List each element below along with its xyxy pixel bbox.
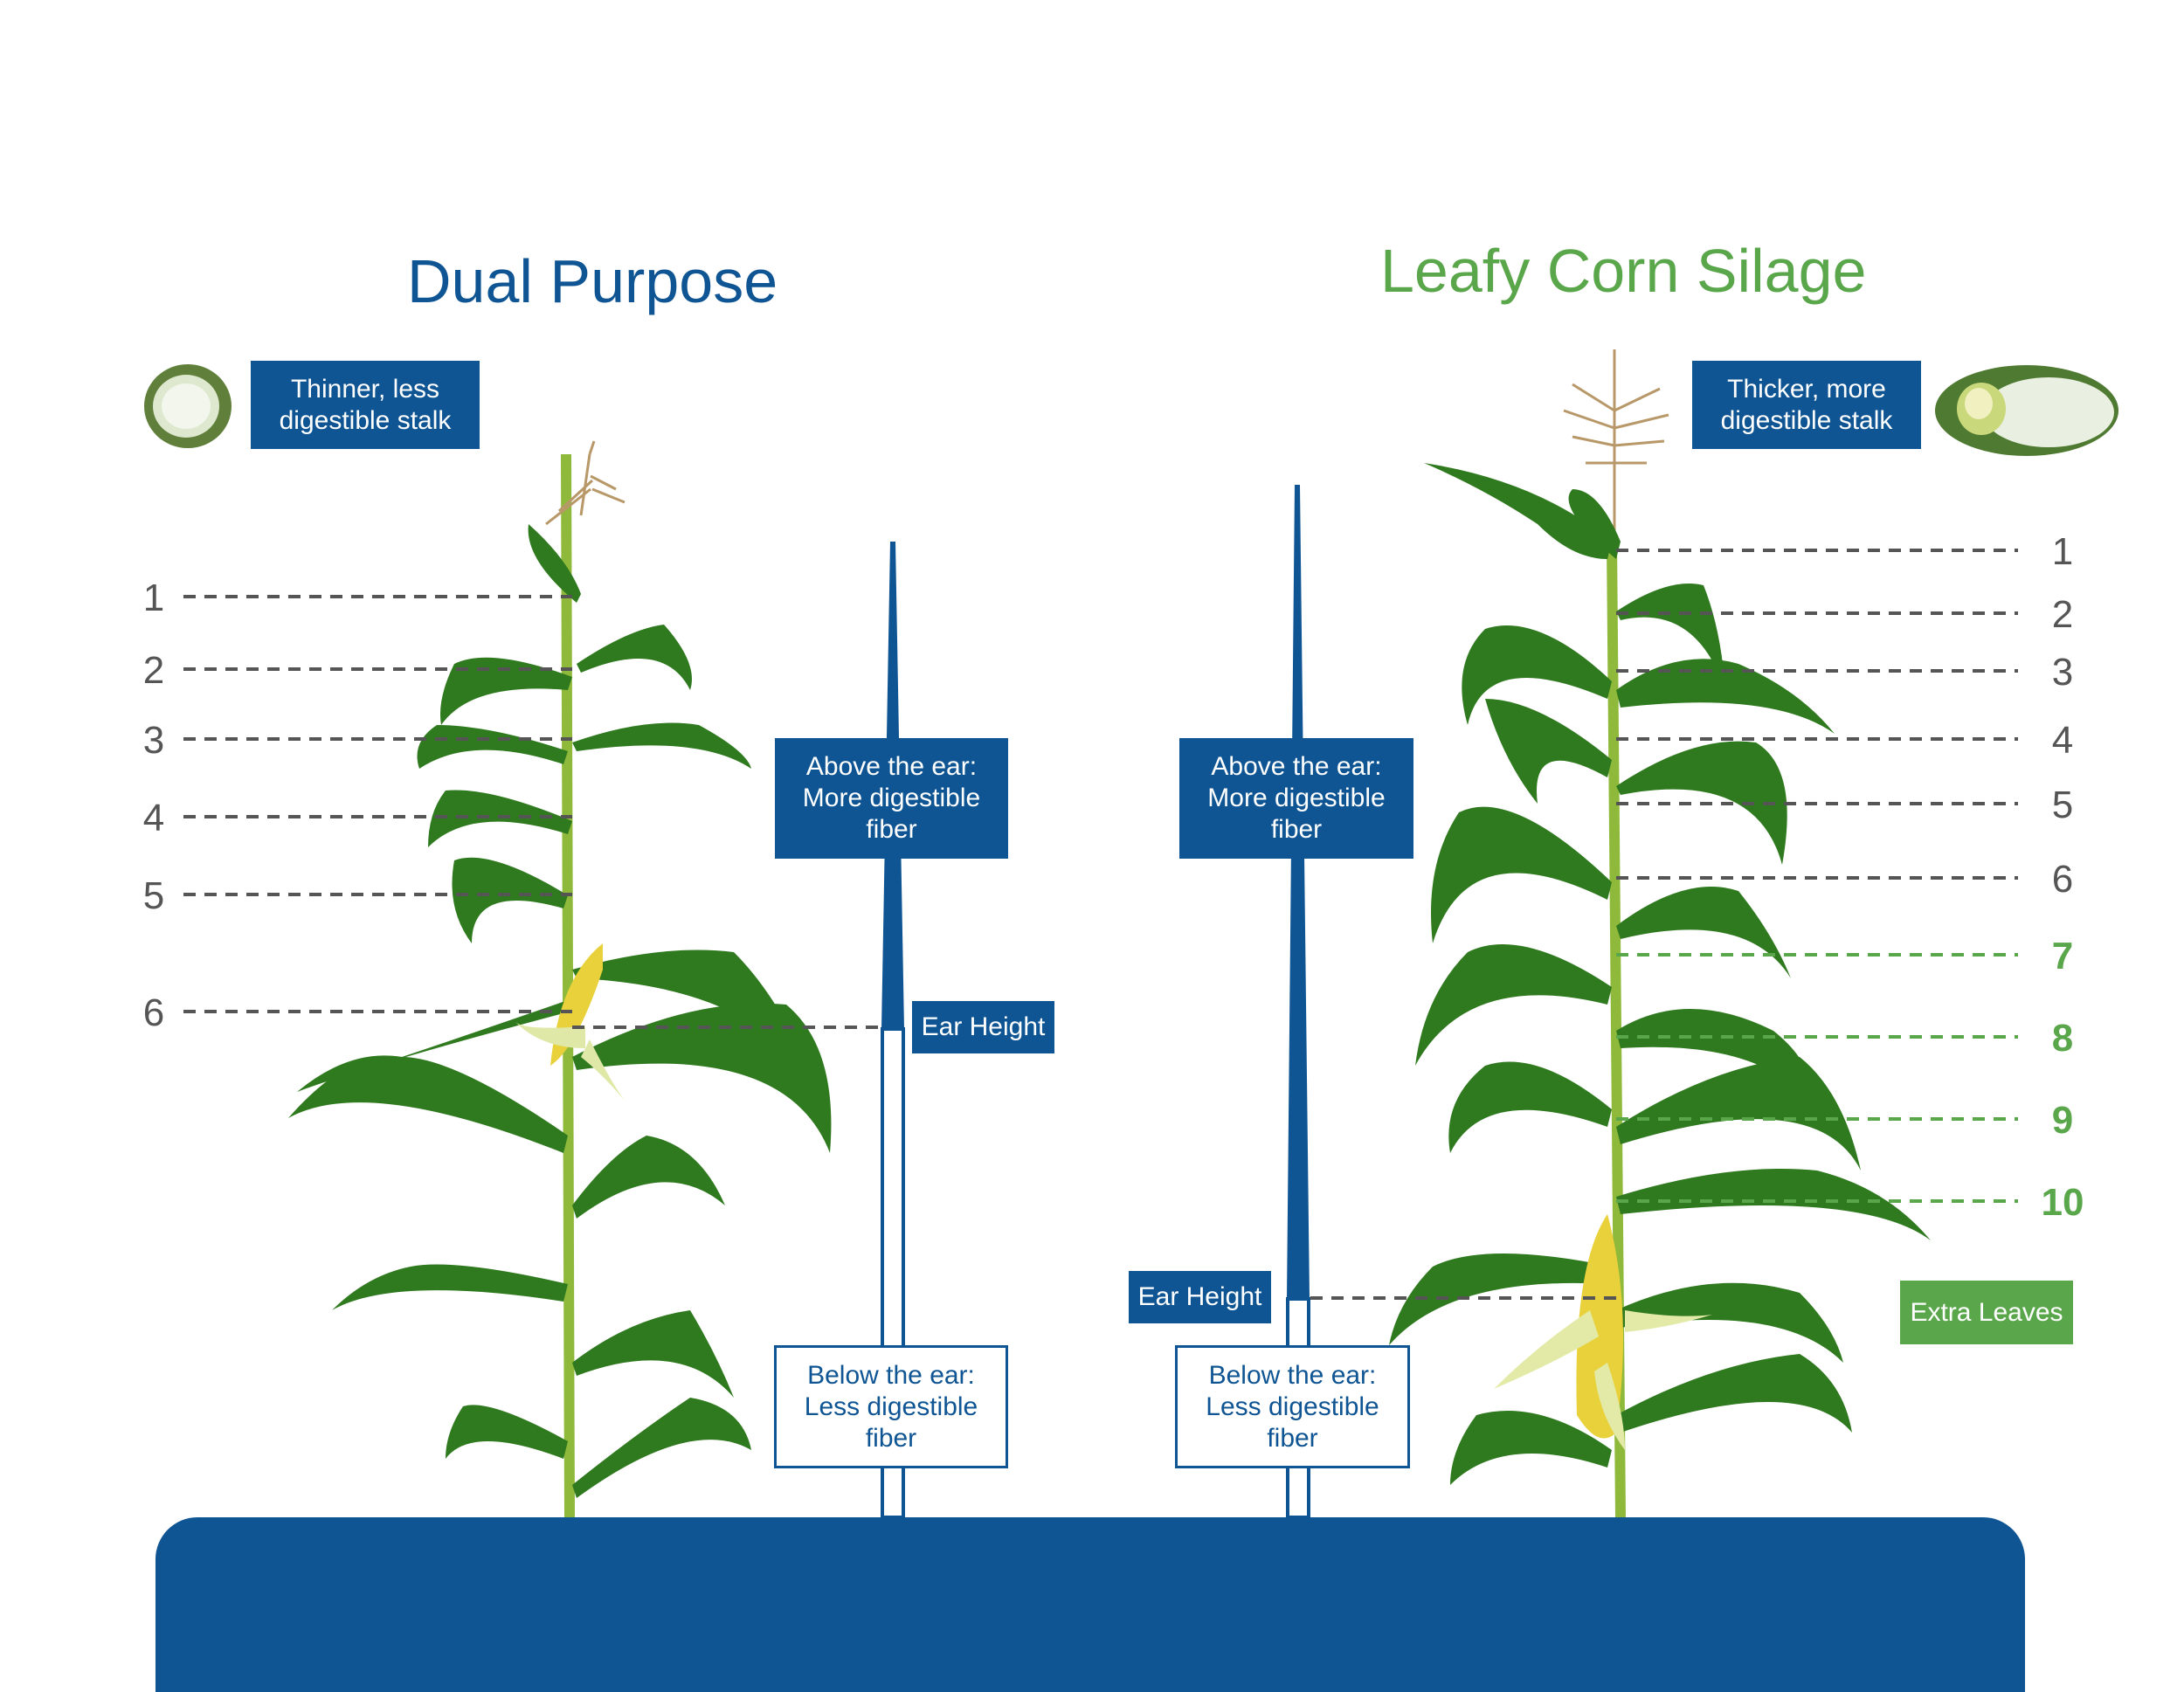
left-below-ear-label: Below the ear: Less digestible fiber xyxy=(774,1345,1008,1468)
extra-leaf-number: 7 xyxy=(2051,935,2074,977)
right-stalk-label: Thicker, more digestible stalk xyxy=(1692,361,1921,449)
left-leaf-number: 4 xyxy=(142,797,165,839)
right-leaf-lines xyxy=(1310,549,2018,1300)
right-leaf-number: 3 xyxy=(2051,651,2074,694)
extra-leaf-number: 8 xyxy=(2051,1017,2074,1060)
extra-leaf-number: 9 xyxy=(2051,1099,2074,1142)
dual-purpose-title: Dual Purpose xyxy=(407,247,778,315)
right-extra-leaf-lines xyxy=(1616,953,2018,1203)
left-corn-plant xyxy=(288,440,832,1518)
left-leaf-number: 5 xyxy=(142,874,165,917)
corn-diagram-graphics xyxy=(144,349,2118,1519)
right-below-ear-label: Below the ear: Less digestible fiber xyxy=(1175,1345,1410,1468)
right-leaf-number: 6 xyxy=(2051,858,2074,901)
right-leaf-number: 1 xyxy=(2051,530,2074,573)
right-ear-height-label: Ear Height xyxy=(1129,1271,1271,1323)
right-leaf-number: 2 xyxy=(2051,593,2074,636)
left-leaf-number: 2 xyxy=(142,649,165,692)
right-corn-plant xyxy=(1389,349,1931,1518)
extra-leaf-number: 10 xyxy=(2041,1181,2084,1224)
left-stalk-label: Thinner, less digestible stalk xyxy=(251,361,480,449)
left-leaf-number: 1 xyxy=(142,577,165,619)
left-ear-height-label: Ear Height xyxy=(912,1001,1054,1053)
ground-band xyxy=(156,1517,2025,1692)
right-ear-icon xyxy=(1494,1214,1712,1450)
left-leaf-lines xyxy=(183,595,882,1029)
extra-leaves-label: Extra Leaves xyxy=(1900,1281,2073,1344)
left-leaf-number: 6 xyxy=(142,991,165,1034)
leafy-corn-silage-title: Leafy Corn Silage xyxy=(1380,237,1867,305)
left-above-ear-label: Above the ear: More digestible fiber xyxy=(775,738,1008,859)
right-tassel-icon xyxy=(1563,349,1669,550)
left-leaf-number: 3 xyxy=(142,719,165,762)
left-ear-icon xyxy=(515,943,625,1101)
right-leaf-number: 4 xyxy=(2051,719,2074,762)
right-leaf-number: 5 xyxy=(2051,784,2074,826)
right-above-ear-label: Above the ear: More digestible fiber xyxy=(1179,738,1413,859)
left-tassel-icon xyxy=(545,440,625,526)
left-stalk-cross-section xyxy=(144,364,232,448)
right-stalk-cross-section xyxy=(1935,365,2118,456)
